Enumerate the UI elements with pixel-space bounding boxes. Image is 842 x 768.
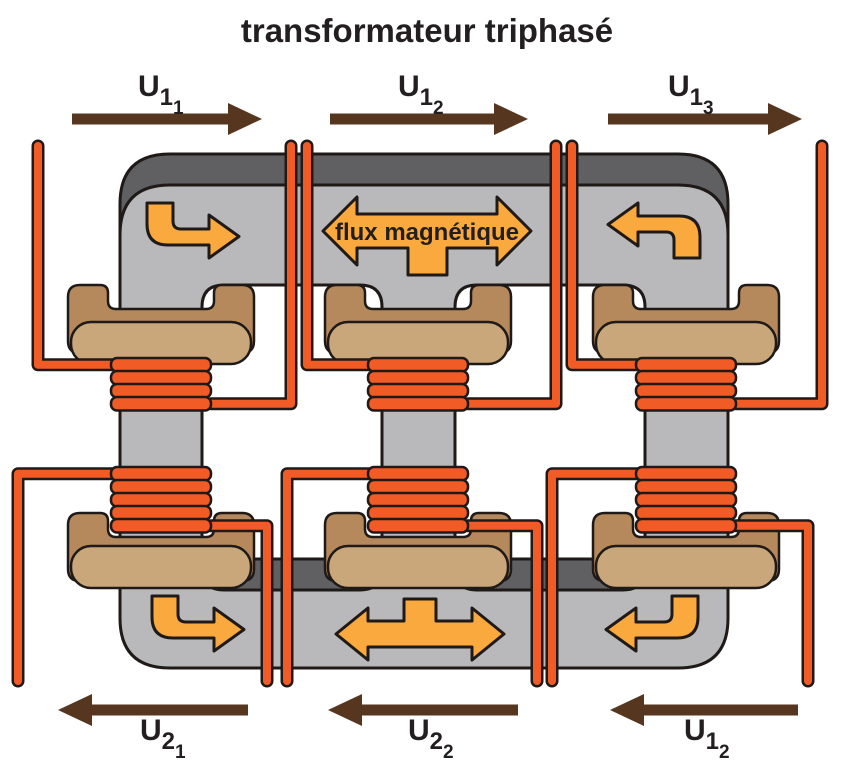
flux-arrow-top-center (321, 195, 533, 277)
arrow-u2-1 (58, 694, 248, 726)
secondary-voltage-arrows: U21 U22 U12 (58, 694, 798, 763)
primary-coil-phase2 (366, 356, 470, 412)
core-body (118, 183, 730, 670)
label-u1-3: U13 (668, 70, 714, 119)
secondary-coil-phase2 (366, 465, 470, 534)
arrow-u1-2 (330, 103, 528, 135)
flux-arrows: flux magnétique (145, 195, 702, 662)
bobbin-lower-light-phase1 (69, 544, 253, 590)
primary-voltage-arrows: U11 U12 U13 (72, 70, 802, 135)
page-title: transformateur triphasé (241, 12, 613, 49)
secondary-coil-phase1 (109, 465, 213, 534)
bobbin-lower-light-phase2 (326, 544, 510, 590)
flux-label: flux magnétique (335, 219, 519, 246)
arrow-u1-1 (72, 103, 262, 135)
primary-coil-phase1 (109, 356, 213, 412)
arrow-u1-3 (608, 103, 802, 135)
secondary-coil-phase3 (634, 465, 738, 534)
bobbin-lower-light-phase3 (594, 544, 778, 590)
label-u2-2: U22 (408, 714, 454, 763)
arrow-u2-2 (328, 694, 518, 726)
primary-coil-phase3 (634, 356, 738, 412)
label-u1-2: U12 (398, 70, 444, 119)
flux-arrow-bottom-center (334, 597, 506, 662)
arrow-u2-3 (610, 694, 798, 726)
label-u1-1: U11 (138, 70, 184, 119)
label-u2-1: U21 (140, 714, 186, 763)
label-u2-3: U12 (684, 714, 730, 763)
